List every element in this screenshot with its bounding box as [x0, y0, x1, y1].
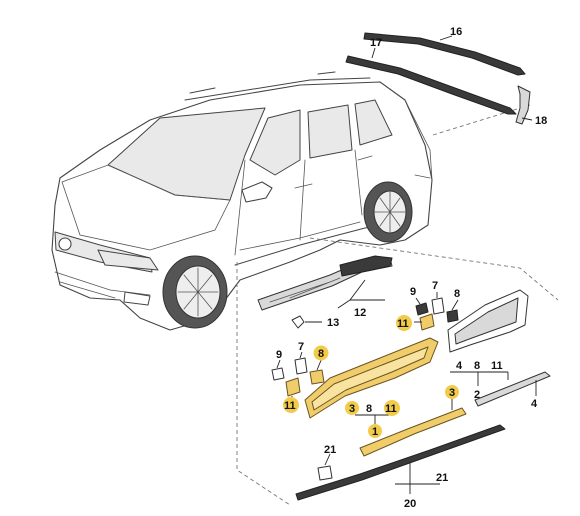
rear-door-trim-2-face [454, 297, 519, 345]
callout-9-top: 9 [410, 286, 416, 298]
car-bumper [54, 271, 151, 299]
sill-trim-12-ribs [269, 277, 341, 303]
clip-8-left [309, 369, 325, 385]
clip-9-top [415, 302, 429, 316]
car-headlight [97, 249, 159, 271]
callout-11-top: 11 [397, 318, 409, 330]
callout-20: 20 [404, 498, 416, 510]
callouts: 16 17 18 12 13 9 7 8 11 4 8 11 2 4 9 7 8… [276, 26, 547, 510]
projection-lines [236, 104, 559, 506]
roof-trim-strip-17 [345, 55, 517, 115]
callout-11-bottom: 11 [385, 403, 397, 415]
car-door-lines [234, 149, 363, 256]
callout-8-bottom: 8 [366, 403, 372, 415]
clip-11-left [285, 377, 301, 397]
car-rear-end [404, 99, 433, 181]
highlight-3-bottom [345, 401, 359, 415]
trim-strip-3 [359, 407, 467, 457]
callout-21-left: 21 [324, 444, 336, 456]
car-hood [61, 164, 231, 251]
front-door-trim-1-face [311, 346, 429, 411]
clip-11-top [419, 313, 435, 331]
roof-trim-end-18 [515, 85, 531, 125]
callout-21-right: 21 [436, 472, 448, 484]
car-rear-spokes [374, 191, 406, 233]
callout-11-left: 11 [284, 400, 296, 412]
car-illustration [51, 71, 433, 331]
bottom-strip-parts [295, 424, 506, 501]
highlight-8-left [313, 345, 329, 361]
projection-roof [432, 104, 531, 136]
car-roof-rail [184, 71, 371, 101]
callout-4-right: 4 [531, 398, 538, 410]
callout-3-bottom: 3 [349, 403, 355, 415]
car-rear-window [307, 104, 353, 159]
callout-18: 18 [535, 115, 547, 127]
highlight-11-bottom [384, 400, 400, 416]
highlight-11-top [396, 315, 412, 331]
callout-17: 17 [370, 37, 382, 49]
car-fog-light [123, 291, 151, 306]
sill-trim-parts [257, 255, 393, 329]
highlight-11-left [283, 397, 299, 413]
car-mirror [241, 181, 273, 203]
rear-door-trim-parts [415, 289, 551, 407]
sill-trim-12-end [339, 255, 393, 277]
car-front-spokes [177, 267, 219, 317]
car-front-window [249, 109, 301, 176]
car-door-handles [294, 155, 373, 189]
callout-7-top: 7 [432, 280, 438, 292]
roof-trim-strip-16 [363, 32, 526, 76]
callout-8-top: 8 [454, 288, 460, 300]
callout-7-left: 7 [298, 341, 304, 353]
callout-8-mid: 8 [474, 360, 480, 372]
clip-9-left [271, 367, 285, 381]
callout-11-mid: 11 [491, 360, 503, 372]
car-quarter-window [354, 99, 393, 146]
clip-8-top [446, 309, 459, 323]
clip-13 [291, 315, 305, 329]
callout-9-left: 9 [276, 349, 282, 361]
clip-21-left [317, 465, 333, 481]
callout-16: 16 [450, 26, 462, 38]
callout-8-left: 8 [318, 348, 324, 360]
callout-1: 1 [372, 426, 378, 438]
callout-3-right: 3 [449, 387, 455, 399]
sill-strip-20 [295, 424, 506, 501]
leader-lines [276, 35, 537, 494]
callout-12: 12 [354, 307, 366, 319]
callout-2: 2 [474, 389, 480, 401]
front-door-trim-parts [271, 337, 467, 457]
callout-13: 13 [327, 317, 339, 329]
clip-7-top [431, 297, 445, 315]
callout-4-top: 4 [456, 360, 463, 372]
highlight-3-right [445, 385, 459, 399]
projection-right [309, 237, 559, 301]
highlight-1 [368, 424, 382, 438]
clip-7-left [294, 357, 308, 375]
roof-rail-parts [345, 32, 531, 125]
car-emblem [58, 237, 72, 251]
trim-strip-4-right [474, 371, 551, 407]
